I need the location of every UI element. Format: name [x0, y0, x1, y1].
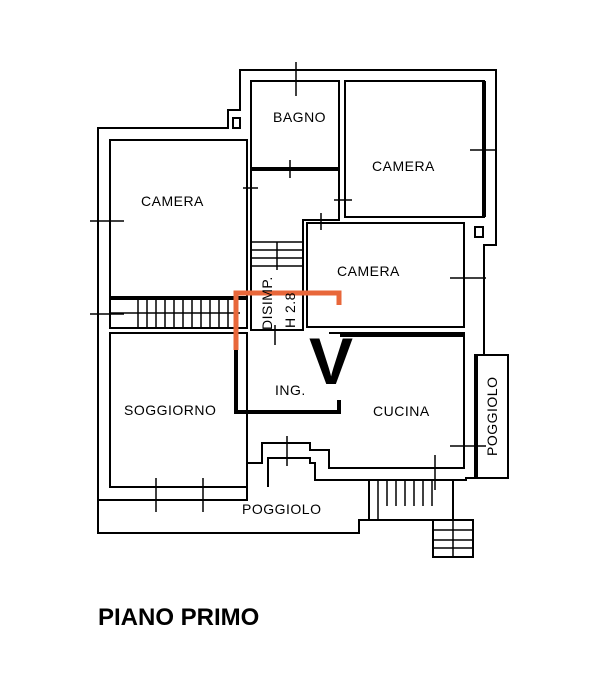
room-ingresso [234, 350, 341, 414]
poggiolo-right [476, 354, 509, 479]
label-camera-left: CAMERA [141, 193, 204, 209]
label-height: H 2.8 [282, 292, 298, 328]
label-camera-top-right: CAMERA [372, 158, 435, 174]
outer-wall [97, 69, 497, 558]
room-cucina [247, 332, 465, 469]
label-cucina: CUCINA [373, 403, 430, 419]
room-camera-top-right [344, 80, 485, 218]
label-bagno: BAGNO [273, 109, 326, 125]
chimney [232, 117, 241, 129]
stairs-bottom [368, 479, 473, 557]
stairs-disimpegno [251, 241, 303, 270]
poggiolo-bottom [98, 487, 248, 501]
label-ingresso: ING. [275, 382, 306, 398]
label-poggiolo-right: POGGIOLO [484, 377, 500, 456]
label-disimpegno: DISIMP. [259, 276, 275, 330]
chimney [474, 226, 484, 238]
highlight-marker [233, 290, 342, 350]
view-marker: V [309, 324, 353, 398]
stairs-left-treads [110, 298, 240, 328]
room-bagno [250, 80, 340, 170]
room-camera-left [109, 139, 248, 298]
room-camera-middle [306, 222, 465, 328]
corridor [250, 169, 340, 331]
plan-title: PIANO PRIMO [98, 604, 260, 631]
label-poggiolo-bottom: POGGIOLO [242, 501, 321, 517]
window-ticks [90, 62, 496, 512]
label-soggiorno: SOGGIORNO [124, 402, 216, 418]
label-camera-middle: CAMERA [337, 263, 400, 279]
